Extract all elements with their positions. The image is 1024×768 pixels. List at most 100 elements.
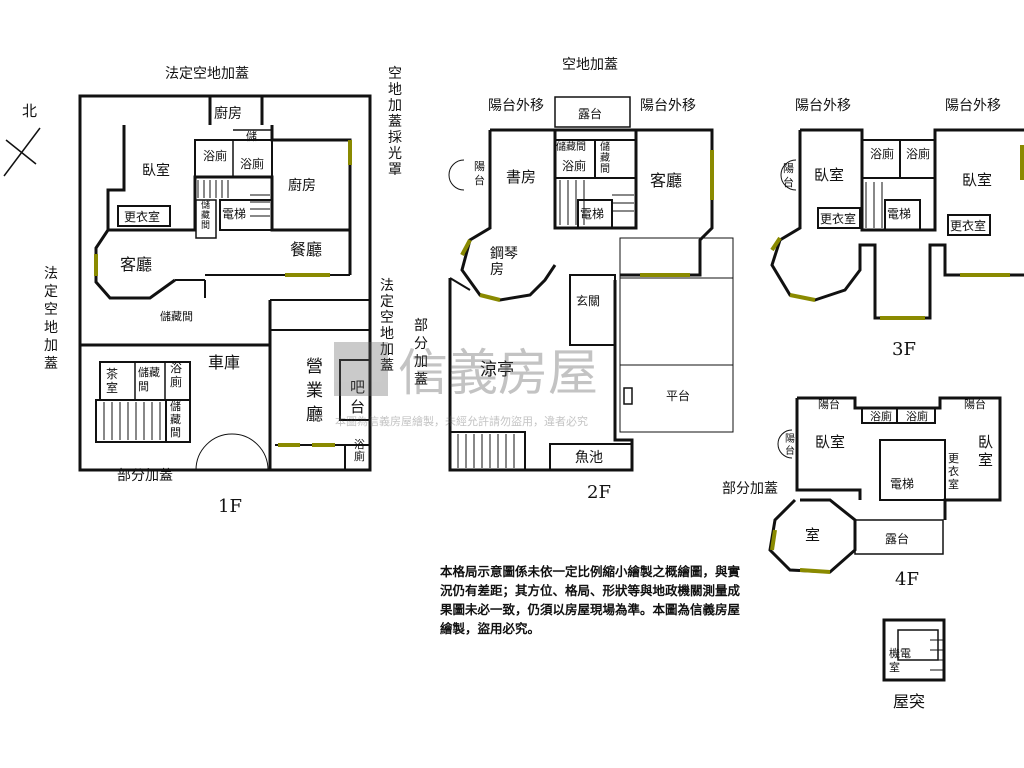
floor-2f-title: 2F: [587, 482, 611, 503]
legal-right-note-line: 地: [380, 326, 394, 342]
room-bath-a-4f: 浴廁: [870, 409, 892, 423]
room-storage-b-2f-line: 儲: [600, 141, 610, 153]
floor-4f-title: 4F: [895, 569, 919, 590]
watermark-brand: 信義房屋: [398, 344, 598, 402]
room-bedroom-right-4f-line: 臥: [978, 433, 993, 451]
floor-roof: [882, 618, 946, 682]
room-bedroom-left-4f: 臥室: [815, 433, 845, 451]
room-storage-2f: 儲藏間: [556, 141, 586, 153]
room-balcony-side-2f-line: 陽: [474, 160, 485, 173]
room-kitchen-1f: 廚房: [288, 177, 316, 194]
room-dining-1f: 餐廳: [290, 240, 322, 259]
room-closet-4f-line: 室: [948, 477, 959, 491]
skylight-note-line: 空: [388, 66, 402, 82]
floor-4f: [768, 396, 1002, 574]
room-storage-stair-line: 儲: [201, 199, 210, 211]
legal-top-note: 法定空地加蓋: [165, 66, 249, 82]
room-machine-line: 機電: [889, 646, 911, 660]
room-piano-line: 房: [490, 262, 504, 278]
floor-2f-labels: 空地加蓋 陽台外移 陽台外移 露台 書房 儲藏間 浴廁 客廳 電梯 玄關 涼亭 …: [480, 57, 696, 466]
legal-right-note-line: 定: [380, 294, 394, 310]
legal-left-note-line: 蓋: [44, 356, 58, 372]
brand-logo-icon: [334, 342, 388, 396]
room-storage-c-line: 儲: [170, 400, 181, 413]
partial-right-note-line: 蓋: [414, 372, 428, 388]
room-bath-b-4f: 浴廁: [906, 409, 928, 423]
room-tea-line: 茶: [106, 366, 118, 381]
balcony-move-right-3f: 陽台外移: [945, 98, 1001, 114]
room-storage-small: 儲: [246, 130, 257, 143]
floor-3f-title: 3F: [892, 339, 916, 360]
skylight-note-line: 蓋: [388, 114, 402, 130]
room-business-line: 營: [306, 357, 323, 377]
partial-right-note-line: 加: [414, 354, 428, 370]
room-bath-a: 浴廁: [203, 148, 227, 163]
room-fishpond: 魚池: [575, 450, 603, 466]
room-business-line: 廳: [306, 405, 323, 425]
room-closet-4f-line: 更: [948, 452, 959, 465]
legal-left-note-line: 加: [44, 338, 58, 354]
room-storage-entry: 儲藏間: [160, 310, 193, 323]
room-elevator-3f: 電梯: [887, 207, 911, 221]
room-storage-stair-line: 間: [201, 220, 210, 231]
room-elevator-1f: 電梯: [222, 207, 246, 221]
room-bedroom-right-4f-line: 室: [978, 451, 993, 469]
room-bedroom-1f: 臥室: [142, 162, 170, 179]
room-storage-b-2f-line: 藏: [600, 152, 610, 164]
legal-left-note-line: 地: [44, 320, 58, 336]
room-bath-c-line: 廁: [170, 374, 182, 389]
room-living-1f: 客廳: [120, 255, 152, 274]
room-storage-b-line: 間: [138, 380, 149, 393]
room-terrace-4f: 露台: [885, 531, 909, 546]
room-machine-line: 室: [889, 660, 900, 674]
floor-1f-vertical-labels: 空地加蓋採光罩法定空地加蓋法定空地加蓋部分加蓋儲藏間茶室儲藏間浴廁儲藏間營業廳吧…: [44, 66, 993, 674]
balcony-move-right-2f: 陽台外移: [640, 98, 696, 114]
room-bar-line: 台: [350, 398, 365, 416]
floor-3f: [770, 128, 1024, 320]
room-business-line: 業: [306, 381, 323, 401]
room-4f: 室: [805, 526, 820, 544]
floor-4f-labels: 陽台 陽台 臥室 浴廁 浴廁 電梯 部分加蓋 室 露台: [722, 397, 986, 546]
room-balcony-side-2f-line: 台: [474, 173, 485, 187]
room-storage-b-2f-line: 間: [600, 163, 610, 175]
room-bath-b-3f: 浴廁: [906, 146, 930, 161]
skylight-note-line: 採: [388, 130, 402, 146]
room-balcony-side-4f-line: 陽: [785, 433, 795, 445]
room-kitchen-small: 廚房: [214, 105, 242, 122]
skylight-note-line: 光: [388, 146, 402, 162]
floor-1f: [78, 94, 372, 472]
room-bedroom-right-3f: 臥室: [962, 171, 992, 189]
balcony-move-left-2f: 陽台外移: [488, 98, 544, 114]
open-space-note-2f: 空地加蓋: [562, 57, 618, 73]
floor-2f: [448, 96, 734, 472]
room-closet-1f: 更衣室: [124, 209, 160, 224]
room-storage-stair-line: 藏: [201, 209, 210, 221]
partial-right-note-line: 部: [414, 318, 428, 334]
room-tea-line: 室: [106, 380, 118, 395]
room-elevator-2f: 電梯: [580, 207, 604, 221]
room-terrace-2f: 露台: [578, 106, 602, 121]
room-bedroom-left-3f: 臥室: [814, 166, 844, 184]
room-bath-d-line: 廁: [354, 449, 365, 463]
north-label: 北: [22, 102, 37, 120]
legal-right-note-line: 加: [380, 342, 394, 358]
room-garage: 車庫: [208, 353, 240, 372]
room-bath-a-3f: 浴廁: [870, 146, 894, 161]
watermark: 信義房屋 本圖為信義房屋繪製，未經允許請勿盜用，違者必究: [334, 342, 598, 428]
room-bath-c-line: 浴: [170, 361, 182, 375]
room-balcony-side-3f-line: 台: [783, 175, 794, 189]
partial-note-4f: 部分加蓋: [722, 481, 778, 497]
legal-right-note-line: 法: [380, 278, 394, 294]
skylight-note-line: 地: [388, 82, 402, 98]
room-bar-line: 吧: [350, 378, 365, 396]
room-closet-4f-line: 衣: [948, 464, 959, 478]
room-storage-c-line: 藏: [170, 413, 181, 426]
room-study: 書房: [506, 168, 536, 186]
floor-roof-title: 屋突: [893, 692, 925, 711]
room-pavilion: 涼亭: [480, 360, 514, 380]
floor-1f-title: 1F: [218, 496, 242, 517]
skylight-note-line: 加: [388, 98, 402, 114]
room-piano-line: 鋼琴: [490, 246, 518, 262]
room-storage-c-line: 間: [170, 426, 181, 439]
